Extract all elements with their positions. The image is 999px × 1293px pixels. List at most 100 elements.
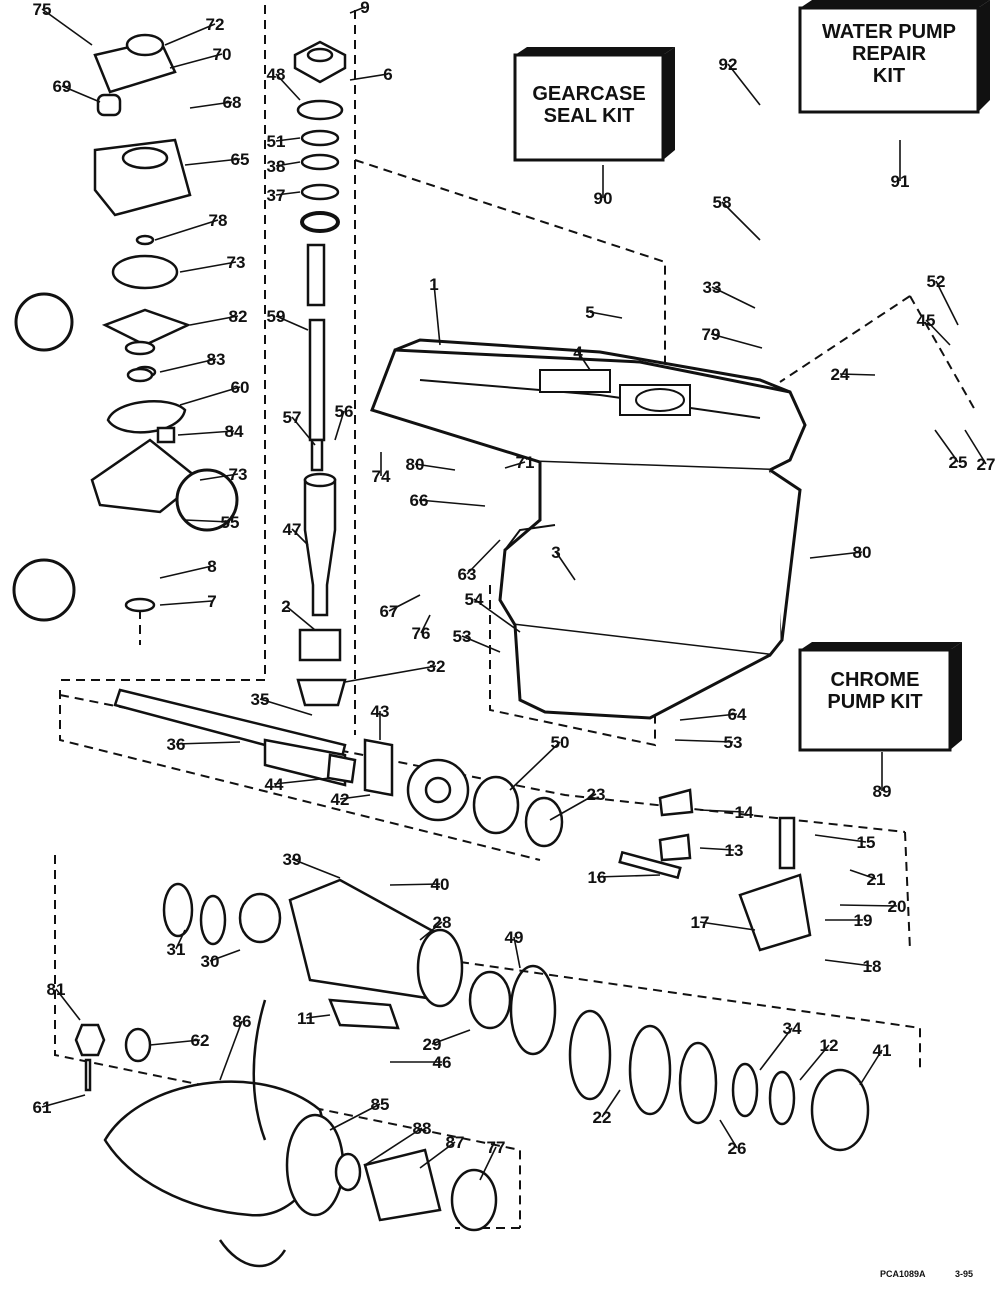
part-callout-3: 3 [551,543,560,562]
part-callout-91: 91 [891,172,910,191]
callout-layer: 7572706968657873828360847355879648513837… [33,0,996,1181]
propeller-shaft [113,688,564,848]
leader-line-80 [809,551,863,559]
leader-line-66 [418,499,486,507]
leader-line-52 [935,280,959,326]
part-callout-33: 33 [703,278,722,297]
part-callout-58: 58 [713,193,732,212]
part-callout-88: 88 [413,1119,432,1138]
part-callout-24: 24 [831,365,850,384]
leader-line-51 [275,137,301,142]
part-callout-82: 82 [229,307,248,326]
part-callout-23: 23 [587,785,606,804]
leader-line-8 [159,565,213,579]
part-callout-22: 22 [593,1108,612,1127]
part-callout-53: 53 [453,627,472,646]
leader-line-71 [504,461,526,469]
leader-line-5 [589,311,623,319]
part-callout-16: 16 [588,868,607,887]
leader-line-87 [419,1141,456,1169]
leader-line-48 [275,73,301,101]
figure-date: 3-95 [955,1269,973,1279]
part-callout-28: 28 [433,913,452,932]
part-callout-45: 45 [917,311,936,330]
part-callout-90: 90 [594,189,613,208]
leader-line-39 [291,858,341,879]
propeller [74,999,498,1268]
leader-line-85 [329,1103,381,1131]
leader-line-35 [259,698,313,716]
leader-line-45 [925,319,951,346]
part-callout-19: 19 [854,911,873,930]
leader-line-50 [509,741,561,791]
part-callout-59: 59 [267,307,286,326]
leader-line-28 [419,921,443,941]
part-callout-29: 29 [423,1035,442,1054]
leader-line-32 [344,665,437,683]
leader-line-30 [209,949,241,962]
part-callout-2: 2 [281,597,290,616]
part-callout-49: 49 [505,928,524,947]
part-callout-35: 35 [251,690,270,709]
leader-line-7 [159,600,213,606]
part-callout-12: 12 [820,1036,839,1055]
leader-line-16 [596,874,661,878]
part-callout-39: 39 [283,850,302,869]
part-callout-55: 55 [221,513,240,532]
leader-line-22 [601,1089,621,1118]
part-callout-72: 72 [206,15,225,34]
part-callout-87: 87 [446,1133,465,1152]
kit-box-gearcase-seal: GEARCASE SEAL KIT [513,47,675,162]
part-callout-37: 37 [267,186,286,205]
figure-code: PCA1089A [880,1269,926,1279]
leader-line-60 [179,386,241,406]
part-callout-68: 68 [223,93,242,112]
leader-line-14 [699,809,745,813]
leader-line-80 [414,463,456,471]
part-callout-42: 42 [331,790,350,809]
part-callout-89: 89 [873,782,892,801]
part-callout-27: 27 [977,455,996,474]
bearing-housing [162,878,870,1152]
leader-line-9 [349,6,366,14]
part-callout-46: 46 [433,1053,452,1072]
part-callout-77: 77 [487,1138,506,1157]
part-callout-75: 75 [33,0,52,19]
part-callout-67: 67 [380,602,399,621]
part-callout-47: 47 [283,520,302,539]
part-callout-4: 4 [573,343,583,362]
leader-line-78 [154,219,219,241]
part-callout-8: 8 [207,557,216,576]
gearcase-seal-kit-line1: GEARCASE [532,83,645,105]
kit-box-water-pump: WATER PUMP REPAIR KIT [798,0,990,114]
part-callout-52: 52 [927,272,946,291]
part-callout-43: 43 [371,702,390,721]
part-callout-17: 17 [691,913,710,932]
part-callout-80: 80 [853,543,872,562]
leader-line-58 [721,201,761,241]
seal-detail-circles [12,292,239,622]
leader-line-13 [699,847,735,851]
part-callout-9: 9 [360,0,369,17]
leader-line-83 [159,358,217,373]
part-callout-76: 76 [412,624,431,643]
water-pump-kit-line1: WATER PUMP [822,21,956,43]
part-callout-54: 54 [465,590,484,609]
leader-line-73 [199,473,239,481]
part-callout-81: 81 [47,980,66,999]
leader-line-56 [334,410,345,441]
part-callout-18: 18 [863,957,882,976]
water-pump-parts [90,33,203,613]
part-callout-62: 62 [191,1031,210,1050]
leader-line-59 [275,315,309,331]
part-callout-61: 61 [33,1098,52,1117]
leader-line-31 [175,929,186,950]
part-callout-38: 38 [267,157,286,176]
part-callout-41: 41 [873,1041,892,1060]
part-callout-40: 40 [431,875,450,894]
part-callout-26: 26 [728,1139,747,1158]
leader-line-33 [711,286,756,309]
water-pump-kit-line3: KIT [873,65,905,87]
part-callout-11: 11 [297,1009,315,1028]
leader-line-29 [431,1029,471,1045]
